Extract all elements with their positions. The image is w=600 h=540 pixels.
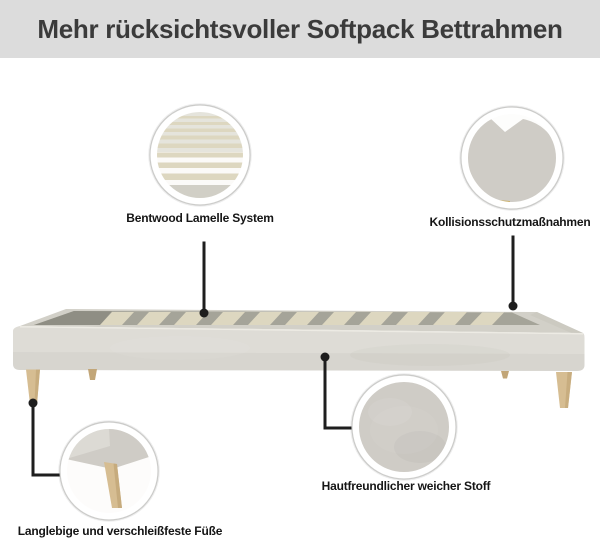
callout-dot-feet [28,398,38,408]
fabric-detail-image [358,381,450,473]
page-title: Mehr rücksichtsvoller Softpack Bettrahme… [37,13,563,44]
feature-label-corner: Kollisionsschutzmaßnahmen [429,215,591,229]
feet-detail-image [66,428,152,508]
title-band: Mehr rücksichtsvoller Softpack Bettrahme… [0,0,600,58]
bed-interior-shadow [34,311,112,325]
callout-dot-fabric [320,352,330,362]
bed-legs [26,369,572,408]
bed-foot-edge-shade [530,312,583,335]
fabric-texture-spot [350,344,510,366]
callout-dot-corner [508,301,518,311]
callout-line-fabric [323,355,354,430]
bed-frame [13,309,585,408]
feature-label-slats: Bentwood Lamelle System [126,211,274,225]
feature-circle-slats [148,103,252,207]
bed-front-face [13,326,585,371]
feature-circle-fabric [350,373,458,481]
feature-circle-feet [58,420,160,522]
callout-line-feet [31,401,64,477]
bed-front-highlight [19,326,584,335]
feature-circle-corner [459,105,565,211]
feature-label-fabric: Hautfreundlicher weicher Stoff [321,479,491,493]
fabric-texture-spot [110,336,250,360]
bed-slats [100,312,504,325]
callout-dot-slats [199,308,209,318]
feature-label-feet: Langlebige und verschleißfeste Füße [17,524,223,538]
